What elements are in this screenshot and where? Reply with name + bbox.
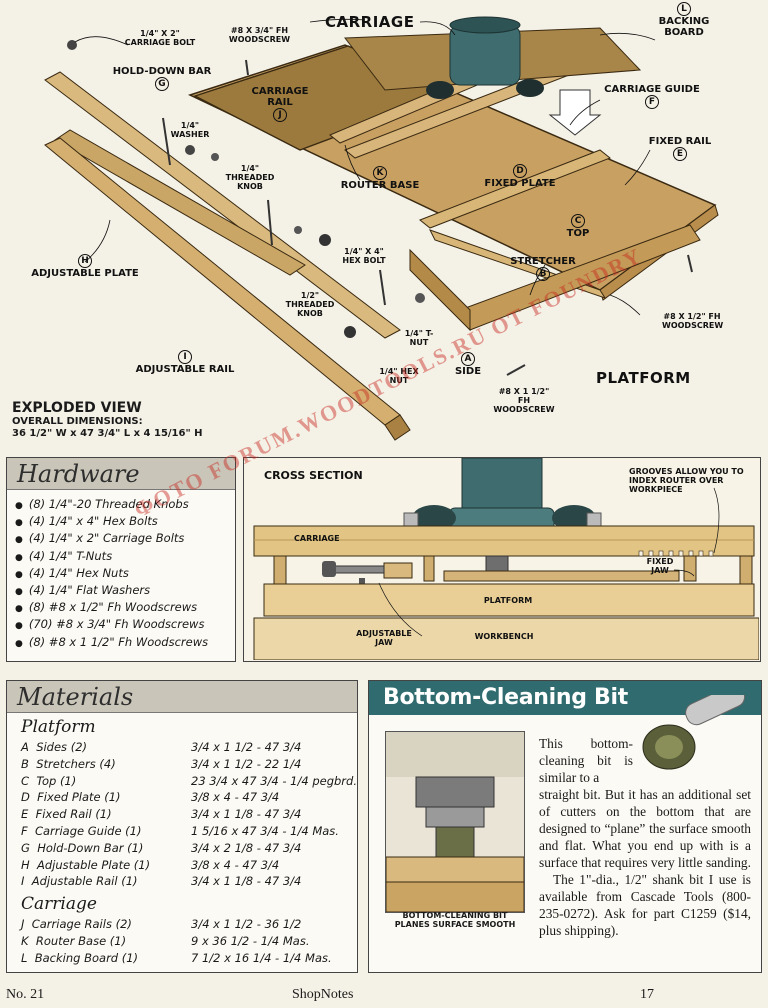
hardware-panel: Hardware (8) 1/4"-20 Threaded Knobs (4) … xyxy=(6,457,236,662)
part-letter-a: A xyxy=(461,352,475,366)
part-letter-c: C xyxy=(571,214,585,228)
adjustable-rail-label: I ADJUSTABLE RAIL xyxy=(135,350,235,375)
bit-article-text: This bottom-cleaning bit is similar to a… xyxy=(539,735,751,939)
table-row: K Router Base (1)9 x 36 1/2 - 1/4 Mas. xyxy=(21,933,310,948)
woodscrew-right-label: #8 x 1/2" Fh WOODSCREW xyxy=(662,312,724,330)
top-label: C TOP xyxy=(566,214,590,239)
table-row: L Backing Board (1)7 1/2 x 16 1/4 - 1/4 … xyxy=(21,950,332,965)
bit-title: Bottom-Cleaning Bit xyxy=(369,681,761,715)
materials-title: Materials xyxy=(7,681,357,713)
hex-nut-label: 1/4" HEX NUT xyxy=(379,367,419,385)
materials-section-title: Platform xyxy=(21,717,96,737)
fixed-plate-label: D FIXED PLATE xyxy=(484,164,556,189)
table-row: B Stretchers (4)3/4 x 1 1/2 - 22 1/4 xyxy=(21,756,302,771)
hardware-list: (8) 1/4"-20 Threaded Knobs (4) 1/4" x 4"… xyxy=(7,496,235,651)
bit-diagram xyxy=(385,731,525,913)
part-letter-d: D xyxy=(513,164,527,178)
materials-section-title: Carriage xyxy=(21,894,97,915)
part-letter-k: K xyxy=(373,166,387,180)
hold-down-bar-label: HOLD-DOWN BAR G xyxy=(112,66,212,91)
exploded-view-illustration xyxy=(44,16,719,441)
adjustable-jaw-label: ADJUSTABLE JAW xyxy=(356,629,412,647)
hardware-title: Hardware xyxy=(7,458,235,490)
materials-panel: Materials Platform A Sides (2)3/4 x 1 1/… xyxy=(6,680,358,973)
table-row: J Carriage Rails (2)3/4 x 1 1/2 - 36 1/2 xyxy=(21,917,302,932)
woodscrew-bottom-label: #8 x 1 1/2" Fh WOODSCREW xyxy=(493,387,555,414)
part-letter-l: L xyxy=(677,2,691,16)
workbench-label: WORKBENCH xyxy=(474,632,534,641)
list-item: (8) #8 x 1 1/2" Fh Woodscrews xyxy=(15,634,235,651)
threaded-knob-label-1: 1/4" THREADED KNOB xyxy=(225,164,275,191)
list-item: (4) 1/4" Hex Nuts xyxy=(15,565,235,582)
part-letter-g: G xyxy=(155,77,169,91)
list-item: (8) #8 x 1/2" Fh Woodscrews xyxy=(15,599,235,616)
carriage-label: CARRIAGE xyxy=(325,13,415,31)
hex-bolt-label: 1/4" x 4" HEX BOLT xyxy=(342,247,386,265)
part-letter-j: J xyxy=(273,108,287,122)
table-row: G Hold-Down Bar (1)3/4 x 2 1/8 - 47 3/4 xyxy=(21,840,302,855)
t-nut-label: 1/4" T-NUT xyxy=(404,329,434,347)
bit-diagram-caption: BOTTOM-CLEANING BIT PLANES SURFACE SMOOT… xyxy=(394,911,516,929)
washer-label: 1/4" WASHER xyxy=(170,121,210,139)
issue-number: No. 21 xyxy=(6,987,45,1002)
list-item: (4) 1/4" x 4" Hex Bolts xyxy=(15,513,235,530)
part-letter-e: E xyxy=(673,147,687,161)
bit-diagram-illustration xyxy=(386,732,524,912)
table-row: C Top (1)23 3/4 x 47 3/4 - 1/4 pegbrd. xyxy=(21,773,357,788)
fixed-jaw-label: FIXED JAW xyxy=(646,557,674,575)
exploded-view-title: EXPLODED VIEW xyxy=(12,400,142,416)
list-item: (8) 1/4"-20 Threaded Knobs xyxy=(15,496,235,513)
carriage-bolt-label: 1/4" x 2" CARRIAGE BOLT xyxy=(124,29,196,47)
cross-carriage-label: CARRIAGE xyxy=(294,534,340,543)
threaded-knob-label-2: 1/2" THREADED KNOB xyxy=(285,291,335,318)
publication-name: ShopNotes xyxy=(292,987,354,1002)
backing-board-label: L BACKING BOARD xyxy=(658,2,710,38)
list-item: (4) 1/4" x 2" Carriage Bolts xyxy=(15,530,235,547)
overall-dimensions-value: 36 1/2" W x 47 3/4" L x 4 15/16" H xyxy=(12,428,203,439)
bottom-cleaning-bit-panel: Bottom-Cleaning Bit BOTTOM-CLEANING BIT … xyxy=(368,680,762,973)
table-row: D Fixed Plate (1)3/8 x 4 - 47 3/4 xyxy=(21,790,280,805)
part-letter-b: B xyxy=(536,267,550,281)
carriage-guide-label: CARRIAGE GUIDE F xyxy=(604,84,700,109)
stretcher-label: STRETCHER B xyxy=(510,256,576,281)
platform-label: PLATFORM xyxy=(596,369,691,387)
cross-section-panel: CROSS SECTION GROOVES ALLOW YOU TO INDEX… xyxy=(243,457,761,662)
part-letter-h: H xyxy=(78,254,92,268)
side-label: A SIDE xyxy=(454,352,482,377)
router-bit-photo xyxy=(642,695,746,770)
bit-paragraph-2: The 1"-dia., 1/2" shank bit I use is ava… xyxy=(539,872,751,938)
table-row: F Carriage Guide (1)1 5/16 x 47 3/4 - 1/… xyxy=(21,823,339,838)
adjustable-plate-label: H ADJUSTABLE PLATE xyxy=(31,254,139,279)
list-item: (70) #8 x 3/4" Fh Woodscrews xyxy=(15,616,235,633)
table-row: I Adjustable Rail (1)3/4 x 1 1/8 - 47 3/… xyxy=(21,874,302,889)
list-item: (4) 1/4" T-Nuts xyxy=(15,548,235,565)
table-row: H Adjustable Plate (1)3/8 x 4 - 47 3/4 xyxy=(21,857,280,872)
cross-section-illustration xyxy=(253,458,759,660)
page-number: 17 xyxy=(640,987,654,1002)
bit-paragraph-1-rest: straight bit. But it has an additional s… xyxy=(539,787,751,870)
cross-section-title: CROSS SECTION xyxy=(264,469,363,482)
table-row: A Sides (2)3/4 x 1 1/2 - 47 3/4 xyxy=(21,740,302,754)
list-item: (4) 1/4" Flat Washers xyxy=(15,582,235,599)
cross-platform-label: PLATFORM xyxy=(483,596,533,605)
part-letter-i: I xyxy=(178,350,192,364)
woodscrew-top-label: #8 x 3/4" Fh WOODSCREW xyxy=(228,26,291,44)
table-row: E Fixed Rail (1)3/4 x 1 1/8 - 47 3/4 xyxy=(21,807,302,822)
fixed-rail-label: FIXED RAIL E xyxy=(648,136,712,161)
overall-dimensions-heading: OVERALL DIMENSIONS: xyxy=(12,416,143,427)
part-letter-f: F xyxy=(645,95,659,109)
bit-paragraph-1-lead: This bottom-cleaning bit is similar to a xyxy=(539,736,633,785)
router-base-label: K ROUTER BASE xyxy=(340,166,420,191)
grooves-note: GROOVES ALLOW YOU TO INDEX ROUTER OVER W… xyxy=(629,467,744,494)
carriage-rail-label: CARRIAGE RAIL J xyxy=(251,86,309,122)
